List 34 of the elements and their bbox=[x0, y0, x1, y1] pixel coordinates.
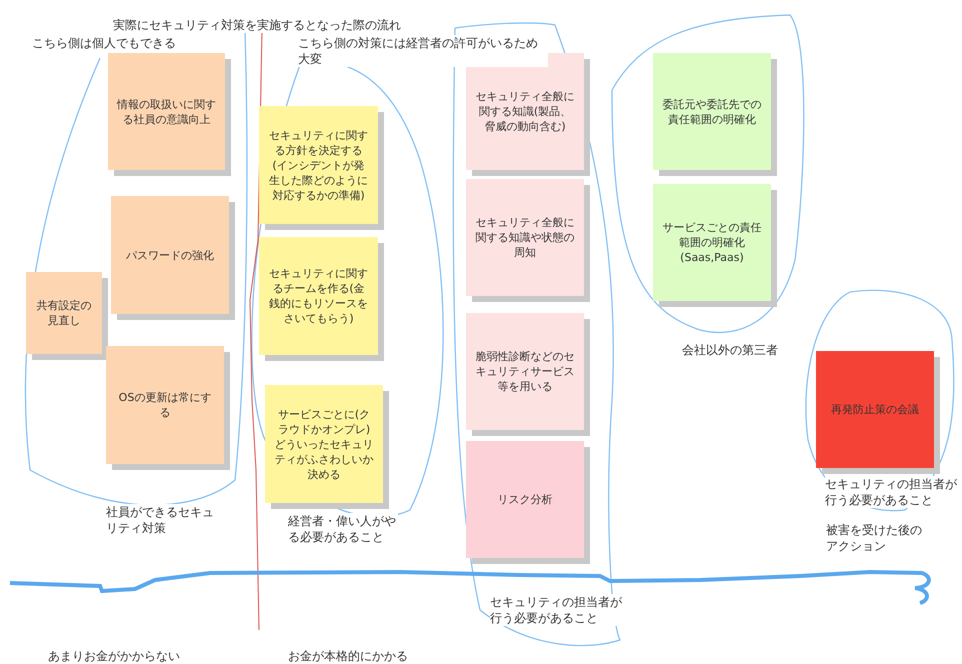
sticky-note bbox=[265, 385, 383, 503]
note-label: あまりお金がかからない bbox=[48, 648, 180, 664]
sticky-note bbox=[259, 237, 378, 355]
note-text: サービスごとの責任範囲の明確化(Saas,Paas) bbox=[662, 220, 762, 265]
sticky-note bbox=[466, 179, 584, 296]
sticky-note bbox=[108, 53, 225, 170]
sticky-note bbox=[106, 346, 224, 464]
note-text: セキュリティに関するチームを作る(金銭的にもリソースをさいてもらう) bbox=[268, 266, 369, 326]
sticky-note bbox=[653, 53, 771, 170]
note-text: リスク分析 bbox=[498, 492, 552, 507]
note-label: お金が本格的にかかる bbox=[288, 648, 408, 664]
note-text: 情報の取扱いに関する社員の意識向上 bbox=[116, 96, 217, 126]
note-text: 再発防止策の会議 bbox=[831, 402, 919, 417]
title: 実際にセキュリティ対策を実施するとなった際の流れ bbox=[113, 17, 401, 33]
note-label: 経営者・偉い人がやる必要があること bbox=[288, 513, 398, 545]
sticky-note bbox=[466, 53, 584, 170]
note-text: 共有設定の見直し bbox=[36, 298, 92, 328]
sticky-note bbox=[259, 106, 378, 224]
sticky-note bbox=[111, 196, 229, 314]
note-label: こちら側は個人でもできる bbox=[32, 35, 176, 51]
note-text: パスワードの強化 bbox=[126, 248, 214, 262]
note-label: こちら側の対策には経営者の許可がいるため大変 bbox=[298, 35, 548, 67]
sticky-note bbox=[816, 351, 934, 468]
note-text: サービスごとに(クラウドかオンプレ)どういったセキュリティがふさわしいか決める bbox=[274, 406, 374, 482]
note-text: 委託元や委託先での責任範囲の明確化 bbox=[662, 96, 762, 126]
note-text: セキュリティ全般に関する知識や状態の周知 bbox=[474, 215, 576, 260]
note-text: セキュリティに関する方針を決定する(インシデントが発生した際どのように対応するかの準備) bbox=[268, 128, 369, 202]
sticky-note bbox=[653, 184, 771, 301]
note-text: OSの更新は常にする bbox=[118, 390, 212, 420]
note-text: セキュリティ全般に関する知識(製品、脅威の動向含む) bbox=[474, 89, 576, 134]
note-text: 脆弱性診断などのセキュリティサービス等を用いる bbox=[474, 349, 576, 394]
sticky-note bbox=[466, 441, 584, 558]
sticky-note bbox=[466, 313, 584, 430]
sticky-note bbox=[26, 272, 102, 354]
